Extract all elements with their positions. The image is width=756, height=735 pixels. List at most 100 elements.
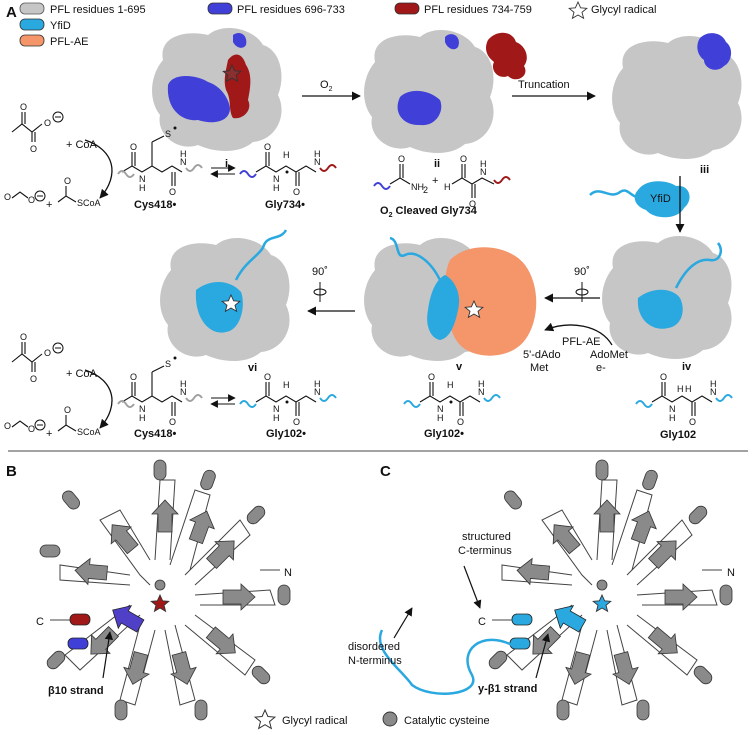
svg-text:+: + xyxy=(46,199,52,211)
dado-label: 5'-dAdo xyxy=(523,349,561,361)
chem-bottom: O O O + CoA O O + O SCoA O N H S O N H xyxy=(4,332,733,441)
disordered-label: disordered xyxy=(348,641,400,653)
arrow-o2-label: O2 xyxy=(320,79,333,93)
svg-text:O: O xyxy=(293,417,300,427)
svg-text:H: H xyxy=(444,182,451,192)
svg-text:O: O xyxy=(264,142,271,152)
svg-text:O: O xyxy=(28,424,35,434)
svg-text:N: N xyxy=(139,404,146,414)
svg-text:H: H xyxy=(685,384,692,394)
svg-text:O: O xyxy=(30,144,37,154)
cysteine-icon xyxy=(596,579,608,591)
svg-text:N: N xyxy=(139,174,146,184)
panel-a-label: A xyxy=(6,4,17,21)
c-terminus-label: C-terminus xyxy=(458,545,512,557)
svg-text:O: O xyxy=(130,372,137,382)
svg-text:H: H xyxy=(139,413,146,423)
cysteine-icon xyxy=(382,711,398,727)
gly102-radical-v-label: Gly102• xyxy=(424,428,464,440)
structured-label: structured xyxy=(462,531,511,543)
svg-text:H: H xyxy=(447,380,454,390)
yfid-free: YfiD xyxy=(589,181,690,218)
svg-text:O: O xyxy=(130,142,137,152)
svg-text:S: S xyxy=(165,129,171,139)
legend-pfl-696-733: PFL residues 696-733 xyxy=(237,4,345,16)
svg-text:O: O xyxy=(64,176,71,186)
svg-text:N: N xyxy=(480,167,487,177)
svg-text:H: H xyxy=(283,150,290,160)
met-label: Met xyxy=(530,362,548,374)
cys418-top-label: Cys418• xyxy=(134,199,177,211)
adomet-label: AdoMet xyxy=(590,349,628,361)
strand-pointer-c xyxy=(535,633,551,679)
bottom-legend-cysteine: Catalytic cysteine xyxy=(404,715,490,727)
svg-text:O: O xyxy=(169,187,176,197)
coa-top: + CoA xyxy=(66,139,98,151)
pfl-ae-arrow xyxy=(544,322,613,346)
protein-ii xyxy=(364,29,494,153)
svg-text:O: O xyxy=(660,372,667,382)
pfl-696-733-region xyxy=(167,76,230,123)
svg-text:O: O xyxy=(64,405,71,415)
svg-text:H: H xyxy=(669,413,676,423)
protein-i xyxy=(152,27,282,151)
svg-text:O: O xyxy=(428,372,435,382)
state-iii-label: iii xyxy=(700,164,709,176)
svg-text:O: O xyxy=(293,187,300,197)
svg-text:H: H xyxy=(437,413,444,423)
svg-text:O: O xyxy=(44,348,51,358)
n-terminus-pointer xyxy=(393,607,413,639)
legend-swatch-pfl-main xyxy=(19,2,45,15)
svg-text:H: H xyxy=(180,149,187,159)
topology-c-n-label: N xyxy=(727,567,735,579)
star-icon xyxy=(253,708,277,730)
protein-iv xyxy=(602,235,732,359)
yfid-free-label: YfiD xyxy=(650,193,671,205)
topology-b-n-label: N xyxy=(284,567,292,579)
svg-text:H: H xyxy=(273,413,280,423)
svg-text:+: + xyxy=(432,175,438,187)
svg-text:N: N xyxy=(478,387,485,397)
svg-text:O: O xyxy=(44,118,51,128)
svg-text:O: O xyxy=(460,154,467,164)
scoa-top: SCoA xyxy=(77,198,101,208)
protein-vi xyxy=(160,229,290,361)
legend-glycyl-radical: Glycyl radical xyxy=(591,4,656,16)
svg-text:H: H xyxy=(283,380,290,390)
state-vi-label: vi xyxy=(248,362,257,374)
chem-top: O O O + CoA O O + O SCoA O N H S O N xyxy=(4,102,511,219)
svg-text:NH: NH xyxy=(411,182,424,192)
svg-text:O: O xyxy=(469,199,476,209)
svg-text:H: H xyxy=(478,379,485,389)
svg-text:H: H xyxy=(273,183,280,193)
o2-cleaved-label: O2 Cleaved Gly734 xyxy=(380,205,478,219)
svg-text:H: H xyxy=(710,379,717,389)
released-fragment xyxy=(697,33,732,70)
arrow-truncation-label: Truncation xyxy=(518,79,570,91)
n-terminus-label: N-terminus xyxy=(348,655,402,667)
legend-swatch-pfl-ae xyxy=(19,34,45,47)
svg-text:O: O xyxy=(30,374,37,384)
panel-b-label: B xyxy=(6,463,17,480)
topology-b xyxy=(39,459,291,721)
svg-text:O: O xyxy=(457,417,464,427)
legend-yfid: YfiD xyxy=(50,20,71,32)
gly102-label: Gly102 xyxy=(660,429,696,441)
panel-c-label: C xyxy=(380,463,391,480)
cleaved-fragment xyxy=(486,32,527,80)
cys418-bottom-label: Cys418• xyxy=(134,428,177,440)
coa-bottom: + CoA xyxy=(66,368,98,380)
legend-pfl-734-759: PFL residues 734-759 xyxy=(424,4,532,16)
svg-text:N: N xyxy=(710,387,717,397)
cysteine-icon xyxy=(154,579,166,591)
star-icon xyxy=(464,299,484,319)
svg-text:N: N xyxy=(273,174,280,184)
disordered-tail xyxy=(378,629,513,695)
strand-pointer-b xyxy=(102,631,114,679)
bottom-legend-glycyl: Glycyl radical xyxy=(282,715,347,727)
legend-swatch-pfl-734 xyxy=(394,2,420,15)
rotation-label-2: 90˚ xyxy=(312,266,328,278)
svg-text:H: H xyxy=(480,159,487,169)
svg-text:H: H xyxy=(314,149,321,159)
